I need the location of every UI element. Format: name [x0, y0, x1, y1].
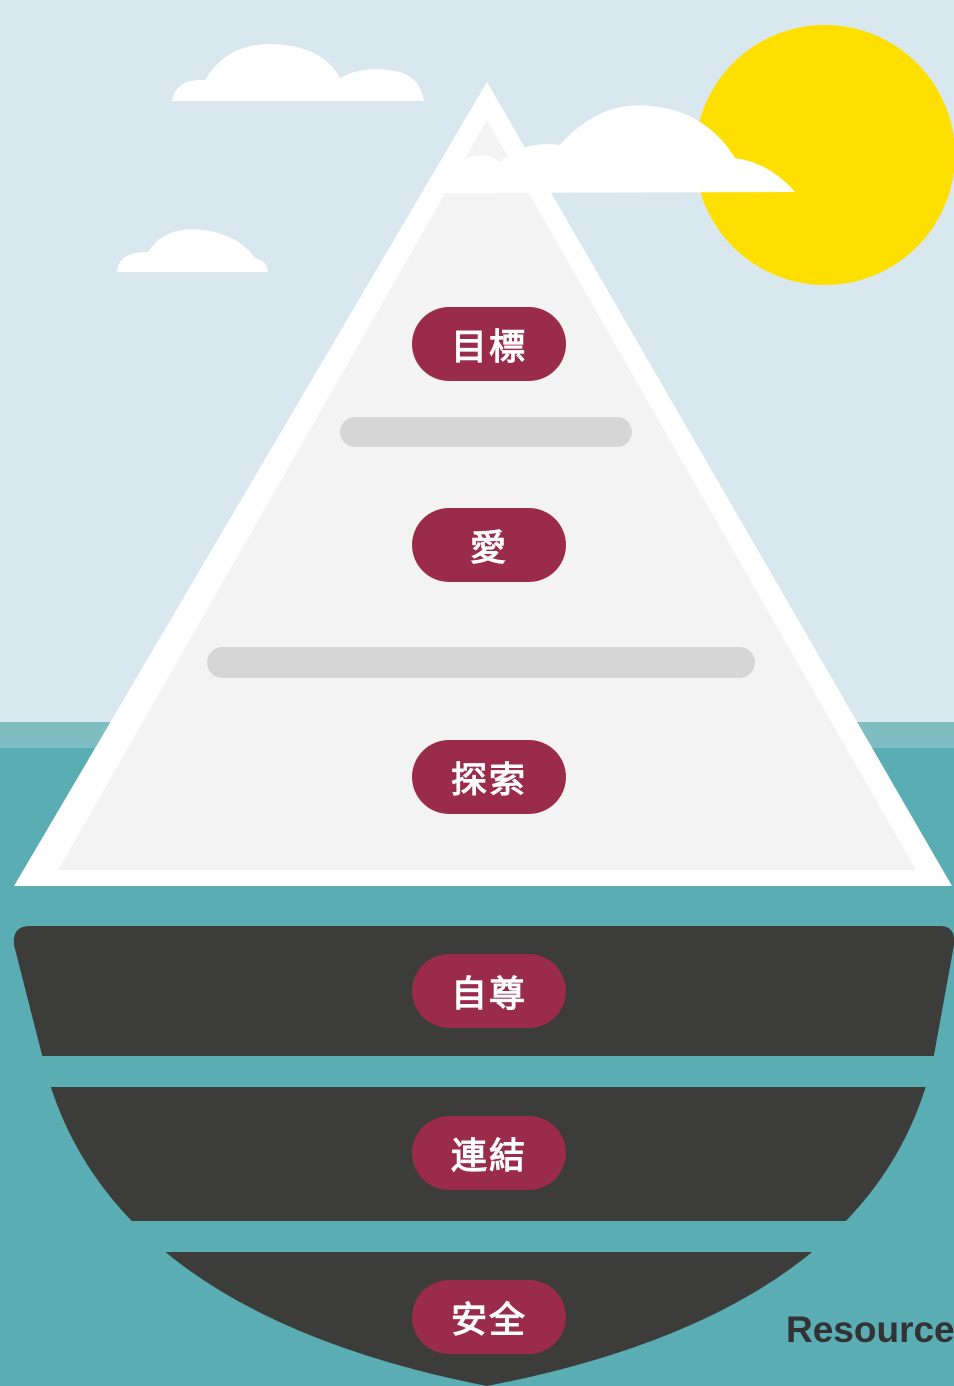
layer-label-connection: 連結 [412, 1116, 566, 1190]
sun-icon [695, 25, 954, 285]
layer-label-exploration: 探索 [412, 740, 566, 814]
cloud-icon [172, 44, 424, 101]
credit-text: Resources [786, 1309, 954, 1350]
layer-label-goals: 目標 [412, 307, 566, 381]
level-divider [207, 647, 755, 678]
cloud-icon [117, 229, 268, 272]
layer-label-self-esteem: 自尊 [412, 954, 566, 1028]
level-divider [340, 417, 632, 447]
cloud-icon [435, 105, 795, 193]
layer-label-safety: 安全 [412, 1280, 566, 1354]
iceberg-tip [58, 120, 916, 870]
layer-label-love: 愛 [412, 508, 566, 582]
